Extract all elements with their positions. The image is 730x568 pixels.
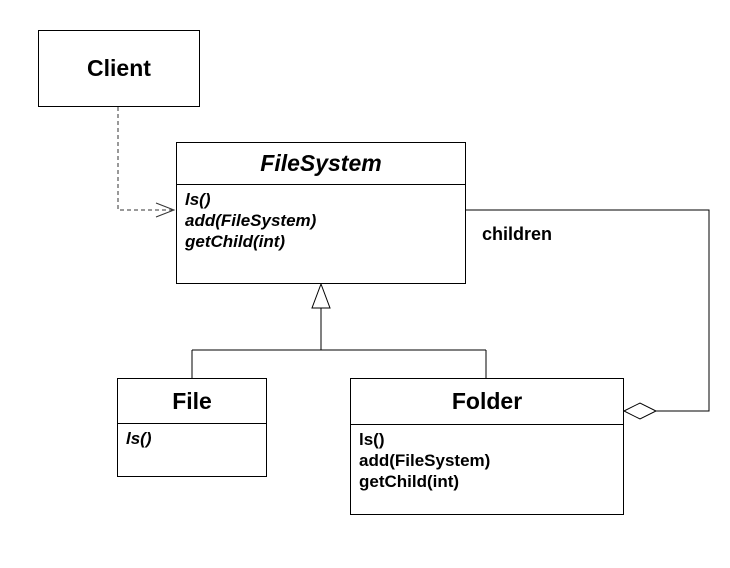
generalization-triangle (311, 282, 331, 309)
filesystem-op-ls: ls() (185, 190, 211, 209)
file-op-ls: ls() (126, 429, 152, 448)
children-association-label: children (482, 224, 553, 244)
folder-op-add: add(FileSystem) (359, 451, 491, 470)
filesystem-op-getchild: getChild(int) (185, 232, 286, 251)
client-class-box: Client (38, 30, 200, 107)
file-operations: ls() (118, 424, 266, 449)
folder-class-name: Folder (351, 379, 623, 425)
file-class-box: File ls() (117, 378, 267, 477)
filesystem-class-name: FileSystem (177, 143, 465, 185)
filesystem-op-add: add(FileSystem) (185, 211, 317, 230)
folder-operations: ls() add(FileSystem) getChild(int) (351, 425, 623, 492)
client-class-name: Client (87, 55, 151, 81)
aggregation-diamond (622, 402, 658, 420)
file-class-name: File (118, 379, 266, 424)
filesystem-operations: ls() add(FileSystem) getChild(int) (177, 185, 465, 252)
folder-class-box: Folder ls() add(FileSystem) getChild(int… (350, 378, 624, 515)
dependency-line (117, 107, 172, 211)
aggregation-line (466, 209, 710, 412)
folder-op-ls: ls() (359, 430, 385, 449)
dependency-arrowhead (155, 202, 176, 218)
filesystem-class-box: FileSystem ls() add(FileSystem) getChild… (176, 142, 466, 284)
folder-op-getchild: getChild(int) (359, 472, 460, 491)
